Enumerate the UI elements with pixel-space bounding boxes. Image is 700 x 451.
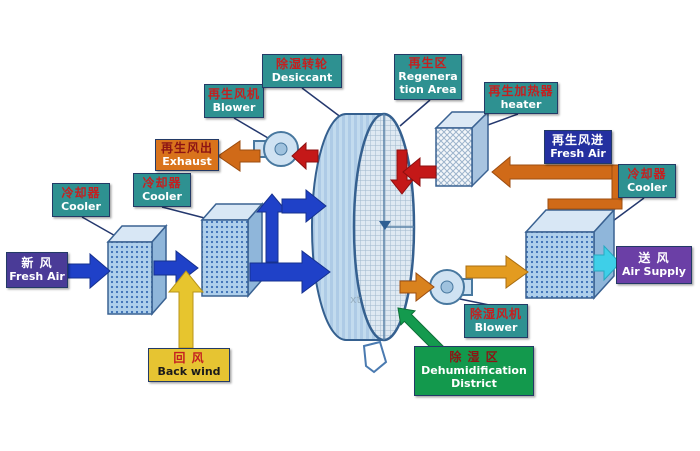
back-wind-arrow-icon xyxy=(167,270,205,349)
label-regen-fresh: 再生风进 Fresh Air xyxy=(544,130,612,164)
label-fresh-air-in: 新 风 Fresh Air xyxy=(6,252,68,288)
label-desiccant: 除湿转轮 Desiccant xyxy=(262,54,342,88)
label-regen-heater: 再生加热器 heater xyxy=(484,82,558,114)
label-regen-blower-zh: 再生风机 xyxy=(207,86,260,101)
desiccant-wheel xyxy=(311,112,416,342)
regen-sector-arrow-icon xyxy=(389,149,415,195)
label-dehumid-blower: 除湿风机 Blower xyxy=(464,304,528,338)
blower-to-cooler-arrow-icon xyxy=(465,255,529,289)
regen-blower-fan-icon xyxy=(253,131,299,167)
label-cooler-2-zh: 冷却器 xyxy=(142,175,182,190)
label-regen-heater-zh: 再生加热器 xyxy=(488,83,554,98)
label-air-supply-zh: 送 风 xyxy=(638,250,670,265)
cooler-1-box xyxy=(106,224,168,316)
label-regen-area-zh: 再生区 xyxy=(408,56,448,71)
label-cooler-2: 冷却器 Cooler xyxy=(133,173,191,207)
label-dehumid-blower-zh: 除湿风机 xyxy=(469,306,522,321)
cooler-2-box xyxy=(200,202,264,298)
label-cooler-2-en: Cooler xyxy=(142,189,182,203)
label-regen-exhaust-en: Exhaust xyxy=(162,154,212,168)
fresh-air-arrow-icon xyxy=(63,252,111,290)
label-regen-heater-en: heater xyxy=(500,97,542,111)
label-dehumid-district: 除 湿 区 Dehumidification District xyxy=(414,346,534,396)
label-cooler-3-zh: 冷却器 xyxy=(627,166,667,181)
bypass-top-arrow-icon xyxy=(281,188,327,224)
label-back-wind-en: Back wind xyxy=(157,364,221,378)
regen-fresh-arrow-icon xyxy=(491,155,613,189)
label-desiccant-zh: 除湿转轮 xyxy=(275,56,328,71)
label-fresh-air-in-zh: 新 风 xyxy=(21,255,53,270)
label-regen-exhaust: 再生风出 Exhaust xyxy=(155,139,219,171)
air-supply-arrow-icon xyxy=(593,244,621,282)
label-cooler-3-en: Cooler xyxy=(627,180,667,194)
leader-lines xyxy=(81,87,645,307)
label-regen-fresh-zh: 再生风进 xyxy=(551,132,604,147)
label-regen-blower: 再生风机 Blower xyxy=(204,84,264,118)
wheel-to-blower-arrow-icon xyxy=(399,271,435,303)
label-regen-area-en: Regeneration Area xyxy=(398,70,458,96)
dehumid-blower-fan-icon xyxy=(429,269,473,305)
label-desiccant-en: Desiccant xyxy=(271,70,333,84)
label-dehumid-district-en: Dehumidification District xyxy=(421,364,527,390)
label-fresh-air-in-en: Fresh Air xyxy=(9,269,65,283)
heater-to-wheel-red-arrow-icon xyxy=(402,156,437,188)
label-regen-area: 再生区 Regeneration Area xyxy=(394,54,462,100)
bypass-up-arrow-icon xyxy=(255,193,289,263)
regen-duct-horizontal xyxy=(547,198,623,210)
label-cooler-1-zh: 冷却器 xyxy=(61,185,101,200)
wheel-out-red-arrow-icon xyxy=(291,141,319,171)
label-air-supply-en: Air Supply xyxy=(622,264,686,278)
label-regen-exhaust-zh: 再生风出 xyxy=(160,140,213,155)
watermark: xt xyxy=(350,293,361,306)
exhaust-arrow-icon xyxy=(217,140,261,172)
label-back-wind-zh: 回 风 xyxy=(173,350,205,365)
label-back-wind: 回 风 Back wind xyxy=(148,348,230,382)
label-regen-blower-en: Blower xyxy=(212,100,256,114)
label-cooler-1: 冷却器 Cooler xyxy=(52,183,110,217)
cooler-3-box xyxy=(524,208,616,300)
label-regen-fresh-en: Fresh Air xyxy=(550,146,606,160)
label-cooler-3: 冷却器 Cooler xyxy=(618,164,676,198)
label-dehumid-blower-en: Blower xyxy=(474,320,518,334)
wheel-inlet-arrow-icon xyxy=(249,250,331,294)
wheel-marker-icon xyxy=(379,221,391,230)
label-air-supply: 送 风 Air Supply xyxy=(616,246,692,284)
label-dehumid-district-zh: 除 湿 区 xyxy=(449,350,499,365)
label-cooler-1-en: Cooler xyxy=(61,199,101,213)
page-icon xyxy=(362,340,388,374)
heater-box xyxy=(434,110,490,188)
